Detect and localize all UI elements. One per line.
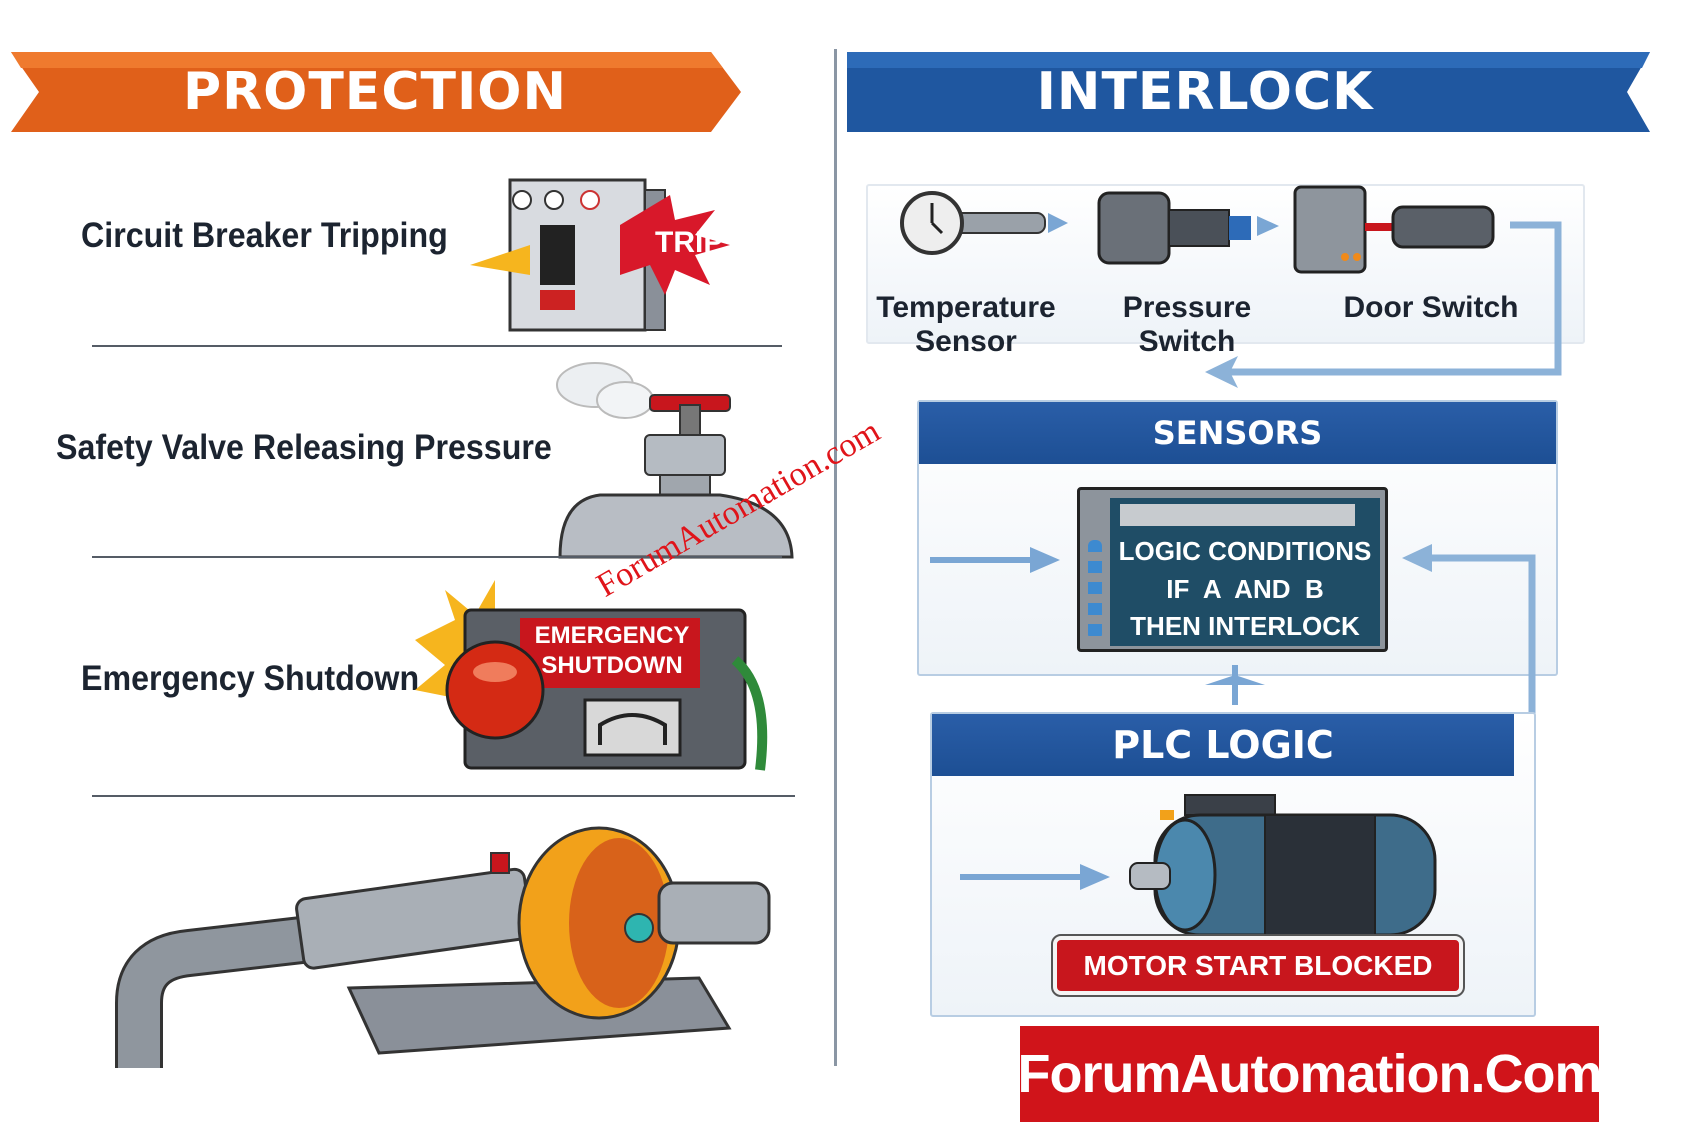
logic-display: LOGIC CONDITIONS IF A AND B THEN INTERLO… — [1077, 487, 1388, 652]
lcd-readout-strip — [1120, 504, 1355, 526]
safety-valve-label: Safety Valve Releasing Pressure — [56, 428, 552, 467]
logic-line-3: THEN INTERLOCK — [1130, 611, 1360, 641]
divider-line — [92, 345, 782, 347]
divider-line — [92, 556, 782, 558]
trip-badge: TRIP — [655, 226, 724, 259]
temperature-sensor-label-line1: Temperature — [876, 291, 1056, 324]
pump-illustration — [115, 826, 771, 1068]
emergency-badge-line2: SHUTDOWN — [541, 652, 683, 679]
logic-line-2: IF A AND B — [1166, 574, 1324, 604]
circuit-breaker-label: Circuit Breaker Tripping — [81, 216, 448, 255]
pressure-switch-icon — [1097, 191, 1279, 265]
feedback-arrow-top — [1205, 221, 1562, 388]
temperature-sensor-label-line2: Sensor — [915, 325, 1017, 358]
interlock-title: INTERLOCK — [1036, 62, 1374, 122]
down-arrow-sensors-to-plc — [1205, 665, 1265, 705]
sensors-title: SENSORS — [919, 402, 1556, 464]
protection-title: PROTECTION — [182, 62, 568, 122]
emergency-shutdown-label: Emergency Shutdown — [81, 659, 420, 698]
emergency-badge-line1: EMERGENCY — [534, 622, 690, 649]
status-leds — [1088, 540, 1102, 640]
temperature-sensor-label: Temperature Sensor — [866, 291, 1066, 359]
logic-display-screen: LOGIC CONDITIONS IF A AND B THEN INTERLO… — [1110, 498, 1380, 646]
logic-line-1: LOGIC CONDITIONS — [1118, 536, 1372, 566]
feedback-arrow-sensors — [1402, 544, 1536, 752]
door-switch-icon — [1293, 185, 1495, 274]
input-arrow-sensors — [930, 547, 1060, 573]
temperature-sensor-icon — [900, 191, 1068, 255]
center-divider — [834, 49, 837, 1066]
door-switch-label: Door Switch — [1343, 291, 1519, 324]
circuit-breaker-illustration — [470, 178, 730, 332]
interlock-banner-shape — [847, 52, 1650, 132]
pressure-switch-label: Pressure Switch — [1122, 291, 1252, 358]
plc-logic-title: PLC LOGIC — [932, 714, 1514, 776]
motor-icon — [1129, 794, 1437, 937]
safety-valve-illustration — [556, 362, 794, 559]
forumautomation-logo: ForumAutomation.Com — [1018, 1026, 1602, 1122]
protection-banner-shape — [11, 52, 741, 132]
divider-line — [92, 795, 795, 797]
input-arrow-plc — [960, 864, 1110, 890]
motor-start-blocked-badge: MOTOR START BLOCKED — [1051, 934, 1465, 997]
emergency-shutdown-illustration — [415, 580, 768, 771]
